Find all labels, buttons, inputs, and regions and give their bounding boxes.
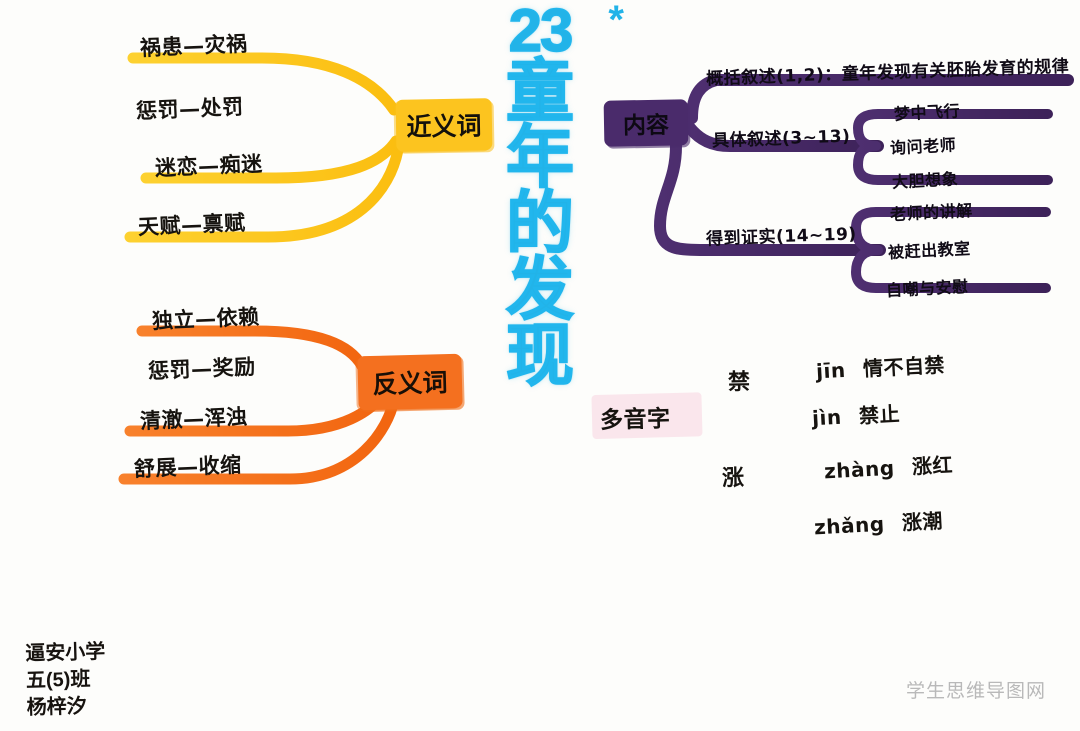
content-subfork-lower bbox=[850, 207, 1051, 293]
content-item-2-child-3: 大胆想象 bbox=[891, 169, 959, 192]
pinyin-2-1: zhàng bbox=[823, 455, 896, 484]
content-item-3-child-2: 被赶出教室 bbox=[887, 238, 972, 263]
content-connectors bbox=[653, 74, 1074, 256]
content-item-2-label: 具体叙述(3~13) bbox=[711, 126, 851, 152]
polyphone-char-2: 涨 bbox=[721, 465, 745, 492]
antonym-item-4: 舒展—收缩 bbox=[133, 452, 243, 482]
word-2-2: 涨潮 bbox=[901, 508, 944, 535]
synonym-item-1: 祸患—灾祸 bbox=[139, 31, 249, 61]
pinyin-2-2: zhǎng bbox=[813, 511, 886, 540]
word-2-1: 涨红 bbox=[911, 452, 954, 479]
content-item-2-child-1: 梦中飞行 bbox=[893, 101, 961, 124]
content-subfork-upper bbox=[852, 109, 1053, 185]
antonym-item-3: 清澈—浑浊 bbox=[139, 404, 249, 434]
polyphone-reading-1-2: jìn 禁止 bbox=[811, 398, 901, 432]
polyphone-title: 多音字 bbox=[600, 399, 671, 435]
title-char-5: 现 bbox=[505, 318, 575, 394]
antonym-item-1: 独立—依赖 bbox=[151, 304, 261, 334]
watermark: 学生思维导图网 bbox=[906, 681, 1047, 702]
word-1-1: 情不自禁 bbox=[862, 352, 946, 381]
title-char-1: 童 bbox=[505, 54, 575, 131]
signature-name: 杨梓汐 bbox=[26, 695, 87, 720]
signature-class: 五(5)班 bbox=[25, 668, 91, 693]
pinyin-1-1: jīn bbox=[815, 357, 847, 384]
signature: 逼安小学 五(5)班 杨梓汐 bbox=[25, 639, 107, 722]
node-synonyms[interactable]: 近义词 bbox=[395, 98, 493, 152]
title-char-2: 年 bbox=[505, 120, 575, 197]
word-1-2: 禁止 bbox=[858, 401, 901, 428]
content-item-3-child-3: 自嘲与安慰 bbox=[885, 276, 970, 301]
title-char-4: 发 bbox=[505, 252, 575, 329]
synonym-item-3: 迷恋—痴迷 bbox=[154, 151, 264, 181]
title-char-3: 的 bbox=[505, 186, 575, 263]
title-star-icon: * bbox=[608, 0, 624, 42]
polyphone-char-1: 禁 bbox=[727, 369, 751, 396]
title-number: 23 bbox=[508, 0, 574, 64]
content-item-3-label: 得到证实(14~19) bbox=[705, 224, 857, 250]
content-item-2-child-2: 询问老师 bbox=[889, 135, 957, 158]
synonym-connectors bbox=[123, 52, 404, 243]
node-antonyms[interactable]: 反义词 bbox=[357, 353, 463, 411]
synonym-item-2: 惩罚—处罚 bbox=[135, 94, 245, 124]
content-item-3-child-1: 老师的讲解 bbox=[889, 200, 974, 225]
page-title: 23 * 童 年 的 发 现 bbox=[460, 0, 624, 394]
pinyin-1-2: jìn bbox=[811, 404, 843, 431]
synonym-item-4: 天赋—禀赋 bbox=[137, 210, 247, 240]
node-content[interactable]: 内容 bbox=[603, 99, 689, 147]
antonym-item-2: 惩罚—奖励 bbox=[147, 354, 257, 384]
signature-school: 逼安小学 bbox=[25, 640, 106, 666]
